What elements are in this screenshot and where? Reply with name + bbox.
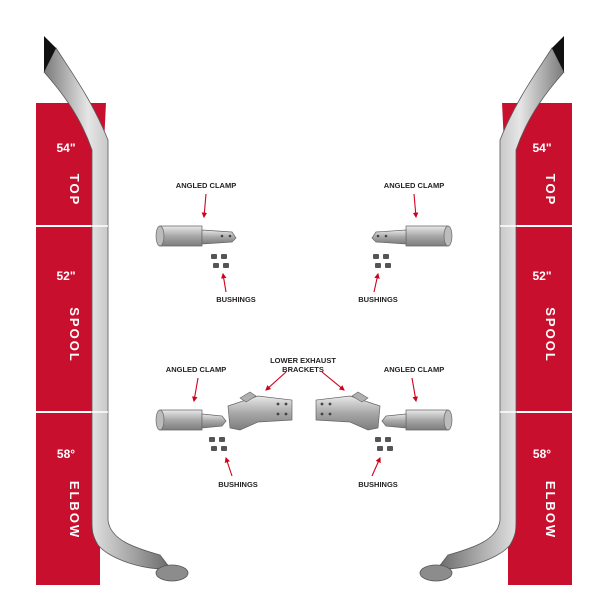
left-elbow-size: 58° <box>57 447 75 461</box>
left-band-elbow <box>36 413 100 585</box>
upper-left-bushings-arrow <box>221 272 227 293</box>
right-band-spool <box>508 227 572 411</box>
lower-left-angled-clamp <box>155 409 227 431</box>
right-top-size: 54" <box>532 141 551 155</box>
left-spool-size: 52" <box>56 269 75 283</box>
lower-left-exhaust-bracket <box>227 391 293 431</box>
upper-right-angled-clamp-label: ANGLED CLAMP <box>384 181 444 190</box>
right-band-elbow <box>508 413 572 585</box>
lower-right-bushings <box>375 437 393 451</box>
upper-left-angled-clamp-label: ANGLED CLAMP <box>176 181 236 190</box>
lower-left-angled-clamp-label: ANGLED CLAMP <box>166 365 226 374</box>
left-elbow-name: ELBOW <box>67 481 82 539</box>
lower-right-angled-clamp <box>381 409 453 431</box>
right-exhaust-pipe <box>419 36 565 582</box>
left-bracket-arrow <box>265 371 287 391</box>
left-top-name: TOP <box>67 174 82 207</box>
upper-left-bushings <box>211 254 229 268</box>
lower-left-clamp-arrow <box>192 377 199 403</box>
upper-left-clamp-arrow <box>201 193 208 219</box>
lower-left-bushings-arrow <box>224 456 233 477</box>
right-bracket-arrow <box>321 371 345 391</box>
lower-exhaust-brackets-label-line1: LOWER EXHAUST <box>270 356 336 365</box>
left-band-spool <box>36 227 100 411</box>
lower-right-bushings-arrow <box>371 456 381 477</box>
lower-right-clamp-arrow <box>411 377 418 403</box>
right-elbow-name: ELBOW <box>543 481 558 539</box>
right-spool-size: 52" <box>532 269 551 283</box>
upper-right-bushings-label: BUSHINGS <box>358 295 398 304</box>
lower-right-bushings-label: BUSHINGS <box>358 480 398 489</box>
right-top-name: TOP <box>543 174 558 207</box>
lower-left-bushings <box>209 437 227 451</box>
upper-left-bushings-label: BUSHINGS <box>216 295 256 304</box>
upper-right-bushings-arrow <box>373 272 380 293</box>
left-exhaust-pipe <box>43 36 189 582</box>
right-spool-name: SPOOL <box>543 307 558 363</box>
upper-left-angled-clamp <box>155 225 237 247</box>
upper-right-angled-clamp <box>371 225 453 247</box>
lower-exhaust-brackets-label-line2: BRACKETS <box>282 365 324 374</box>
left-spool-name: SPOOL <box>67 307 82 363</box>
lower-left-bushings-label: BUSHINGS <box>218 480 258 489</box>
left-top-size: 54" <box>56 141 75 155</box>
upper-right-clamp-arrow <box>412 193 419 219</box>
upper-right-bushings <box>373 254 391 268</box>
lower-right-exhaust-bracket <box>315 391 381 431</box>
lower-right-angled-clamp-label: ANGLED CLAMP <box>384 365 444 374</box>
right-elbow-size: 58° <box>533 447 551 461</box>
